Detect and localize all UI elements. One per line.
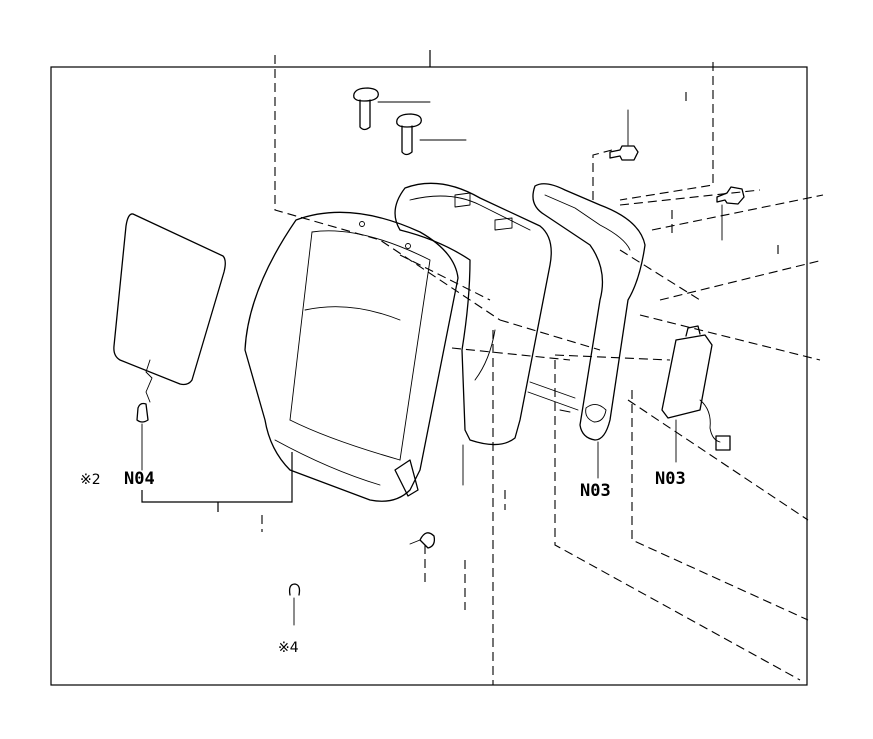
bolt-upper — [609, 109, 639, 161]
headrest-support-note-symbol: ※2 — [80, 472, 101, 488]
airbag-part-callout: N03 — [655, 469, 686, 489]
headrest-guide-pin-1 — [353, 87, 431, 131]
assembly-lines — [261, 55, 824, 685]
n04-bracket — [141, 452, 293, 512]
seatback-pad-foam — [394, 182, 552, 486]
hook-pin — [288, 583, 301, 626]
diagram-border — [50, 66, 808, 686]
headrest-support-callout: N04 — [124, 469, 155, 489]
clip-fastener — [409, 532, 436, 549]
pin-note-callout: ※4 — [278, 640, 299, 656]
seatback-pad — [113, 213, 226, 471]
bolt-right — [716, 186, 745, 241]
seatback-frame — [527, 183, 646, 479]
side-airbag-module — [661, 325, 731, 463]
headrest-guide-pin-2 — [396, 113, 467, 156]
seatback-cover — [244, 211, 459, 502]
frame-part-callout: N03 — [580, 481, 611, 501]
